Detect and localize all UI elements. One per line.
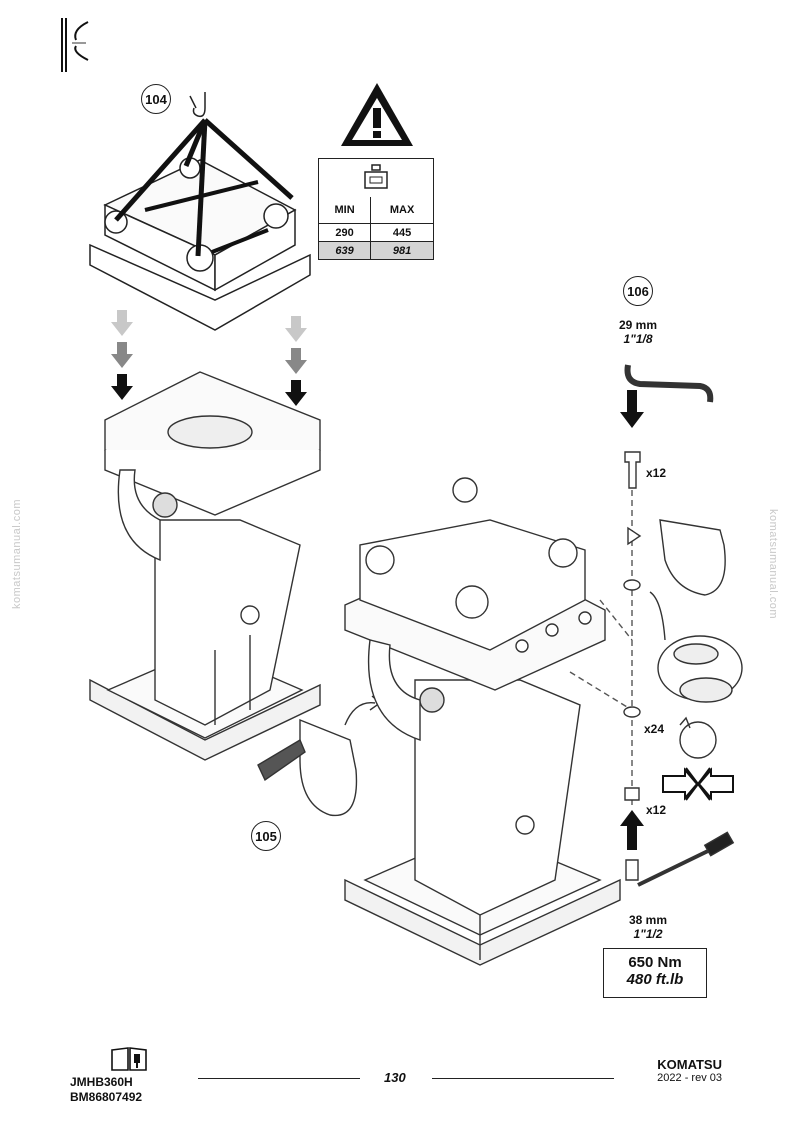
min-weight-kg: 290	[317, 223, 372, 242]
socket-size-top: 29 mm 1"1/8	[606, 318, 670, 346]
socket-bottom-inch: 1"1/2	[633, 927, 663, 941]
torque-box: 650 Nm 480 ft.lb	[603, 948, 707, 998]
page-number: 130	[384, 1070, 406, 1085]
watermark-right: komatsumanual.com	[767, 509, 779, 619]
socket-bottom-mm: 38 mm	[628, 913, 668, 927]
step-number-105: 105	[251, 821, 281, 851]
max-weight-kg: 445	[370, 223, 434, 242]
revision: 2022 - rev 03	[657, 1072, 722, 1084]
socket-top-inch: 1"1/8	[623, 332, 653, 346]
washer-quantity: x24	[644, 722, 665, 736]
brand-name: KOMATSU	[657, 1057, 722, 1072]
no-impact-wrench-icon	[662, 767, 734, 801]
washer-detail	[627, 519, 743, 759]
cover-plate-drawing	[257, 695, 382, 817]
manual-book-icon	[111, 1047, 147, 1071]
lowering-arrows	[111, 310, 307, 406]
left-hammer-drawing	[89, 371, 321, 761]
document-code: BM86807492	[70, 1090, 143, 1104]
socket-size-bottom: 38 mm 1"1/2	[616, 913, 680, 941]
crane-hook-icon	[189, 92, 206, 118]
step-number-104: 104	[141, 84, 171, 114]
max-header: MAX	[370, 197, 434, 224]
warning-icon	[341, 83, 413, 146]
footer-brand-block: KOMATSU 2022 - rev 03	[657, 1057, 722, 1084]
hammer-chapter-icon	[61, 18, 89, 72]
bolt-quantity: x12	[646, 466, 667, 480]
hardware-stack	[569, 364, 735, 887]
direction-arrows	[620, 390, 644, 850]
footer-rule-left	[198, 1078, 360, 1079]
min-header: MIN	[317, 197, 372, 224]
weight-table: MIN MAX 290 445 639 981	[317, 158, 434, 260]
torque-ftlb: 480 ft.lb	[626, 971, 684, 988]
socket-top-mm: 29 mm	[618, 318, 658, 332]
footer-model-block: JMHB360H BM86807492	[70, 1075, 142, 1105]
model-number: JMHB360H	[70, 1075, 133, 1089]
weight-icon	[364, 163, 388, 189]
right-hammer-drawing	[344, 477, 621, 966]
step-number-106: 106	[623, 276, 653, 306]
footer-rule-right	[432, 1078, 614, 1079]
weight-icon-cell	[318, 158, 434, 197]
torque-nm: 650 Nm	[628, 954, 682, 971]
max-weight-lb: 981	[370, 241, 434, 260]
min-weight-lb: 639	[317, 241, 372, 260]
nut-quantity: x12	[646, 803, 667, 817]
watermark-left: komatsumanual.com	[11, 499, 23, 609]
lifting-chains	[114, 118, 294, 257]
